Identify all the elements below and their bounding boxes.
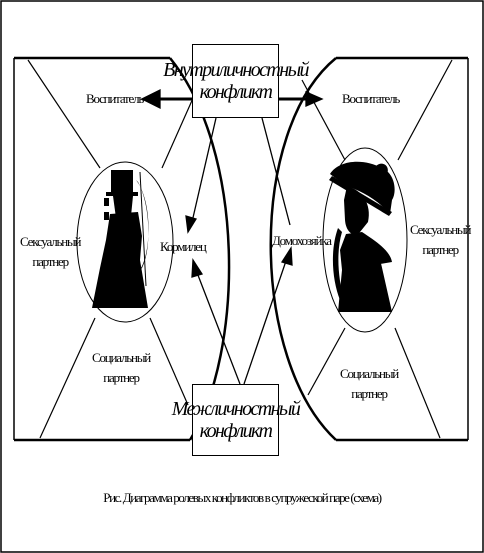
left-sexual-partner-label: Сексуальный партнер [20,234,81,269]
intrapersonal-conflict-box: Внутриличностный конфликт [163,44,310,118]
intrapersonal-conflict-label: Внутриличностный конфликт [163,59,309,103]
left-diagram-diagonal-3 [39,317,96,439]
left-social-partner-label: Социальный партнер [92,350,151,385]
right-diagram-diagonal-3 [307,327,346,396]
left-parent-role-label: Воспитатель [86,91,144,106]
right-housewife-label: Домохозяйка [272,233,332,248]
right-diagram-diagonal-2 [301,79,346,161]
arrowhead-to-right-parent [305,91,324,107]
arrowhead-to-kormilets [185,215,197,234]
left-inner-ellipse [76,161,174,323]
left-diagram-diagonal-1 [27,59,101,169]
interpersonal-conflict-box: Межличностный конфликт [172,384,301,456]
left-breadwinner-label: Кормилец [160,239,207,254]
right-parent-role-label: Воспитатель [342,91,400,106]
right-diagram-outer-arc [269,57,337,441]
arrowhead-to-domokhozyaika [280,245,293,266]
figure-caption: Рис. Диаграмма ролевых конфликтов в супр… [103,490,382,505]
interpersonal-conflict-label: Межличностный конфликт [171,398,301,442]
left-diagram-diagonal-4 [149,317,189,406]
right-social-partner-label: Социальный партнер [340,366,399,401]
woman-silhouette [329,161,395,312]
right-inner-ellipse [322,147,408,333]
man-silhouette [92,170,149,308]
right-diagram-diagonal-4 [394,327,441,439]
arrowhead-bottom-to-kormilets [191,257,204,278]
right-diagram-diagonal-1 [397,59,453,161]
arrowhead-to-left-parent [140,88,161,110]
right-role-diagram [269,56,469,442]
connector-arrows [140,88,324,385]
right-sexual-partner-label: Сексуальный партнер [410,222,471,257]
